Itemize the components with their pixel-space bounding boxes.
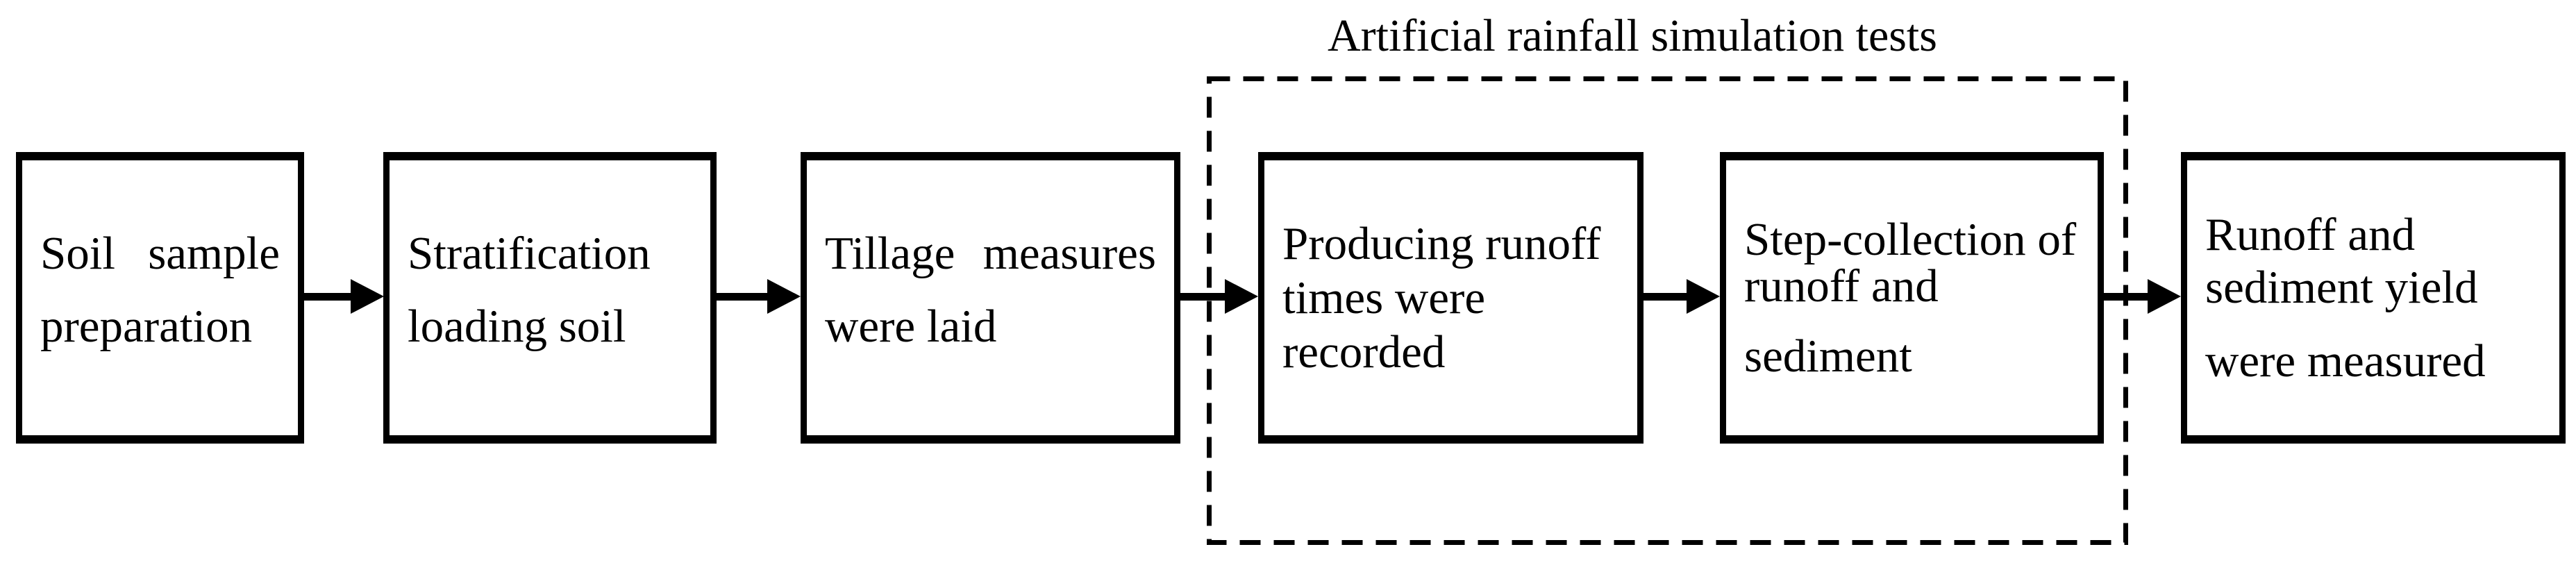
step-text-line: were measured bbox=[2205, 335, 2486, 387]
arrow-shaft bbox=[1180, 293, 1229, 301]
flow-arrow-1-to-2 bbox=[304, 279, 384, 314]
group-dashed-outline bbox=[1207, 76, 2128, 545]
arrow-head-icon bbox=[351, 279, 384, 314]
arrow-shaft bbox=[717, 293, 771, 301]
step-box-stratification-loading-soil: Stratification loading soil bbox=[383, 152, 717, 444]
step-box-producing-runoff-times: Producing runoff times were recorded bbox=[1258, 152, 1644, 444]
step-text-line: runoff and bbox=[1744, 260, 1939, 312]
flow-arrow-5-to-6 bbox=[2104, 279, 2181, 314]
flow-arrow-2-to-3 bbox=[717, 279, 801, 314]
step-text-line: Producing runoff bbox=[1282, 218, 1601, 269]
arrow-head-icon bbox=[1225, 279, 1258, 314]
arrow-head-icon bbox=[2148, 279, 2181, 314]
step-text-line: times were bbox=[1282, 272, 1486, 323]
step-box-step-collection: Step-collection of runoff and sediment bbox=[1720, 152, 2104, 444]
arrow-shaft bbox=[304, 293, 355, 301]
step-box-runoff-sediment-measured: Runoff and sediment yield were measured bbox=[2181, 152, 2566, 444]
arrow-shaft bbox=[1644, 293, 1691, 301]
flow-arrow-4-to-5 bbox=[1644, 279, 1720, 314]
step-text-line: recorded bbox=[1282, 326, 1446, 378]
step-text-line: preparation bbox=[40, 301, 253, 352]
flow-arrow-3-to-4 bbox=[1180, 279, 1258, 314]
step-text-line: Soil sample bbox=[40, 228, 280, 279]
arrow-shaft bbox=[2104, 293, 2152, 301]
arrow-head-icon bbox=[767, 279, 801, 314]
arrow-head-icon bbox=[1687, 279, 1720, 314]
step-text-line: sediment bbox=[1744, 330, 1912, 382]
step-text-line: were laid bbox=[825, 301, 997, 352]
step-text-line: Runoff and bbox=[2205, 209, 2416, 260]
step-box-soil-sample-preparation: Soil sample preparation bbox=[16, 152, 304, 444]
step-box-tillage-measures: Tillage measures were laid bbox=[801, 152, 1180, 444]
step-text-line: Tillage measures bbox=[825, 228, 1156, 279]
group-dashed-rect bbox=[1207, 76, 2128, 545]
step-text-line: Stratification bbox=[408, 228, 651, 279]
step-text-line: Step-collection of bbox=[1744, 213, 2077, 265]
step-text-line: loading soil bbox=[408, 301, 626, 352]
group-label: Artificial rainfall simulation tests bbox=[1328, 10, 1937, 61]
step-text-line: sediment yield bbox=[2205, 262, 2478, 313]
